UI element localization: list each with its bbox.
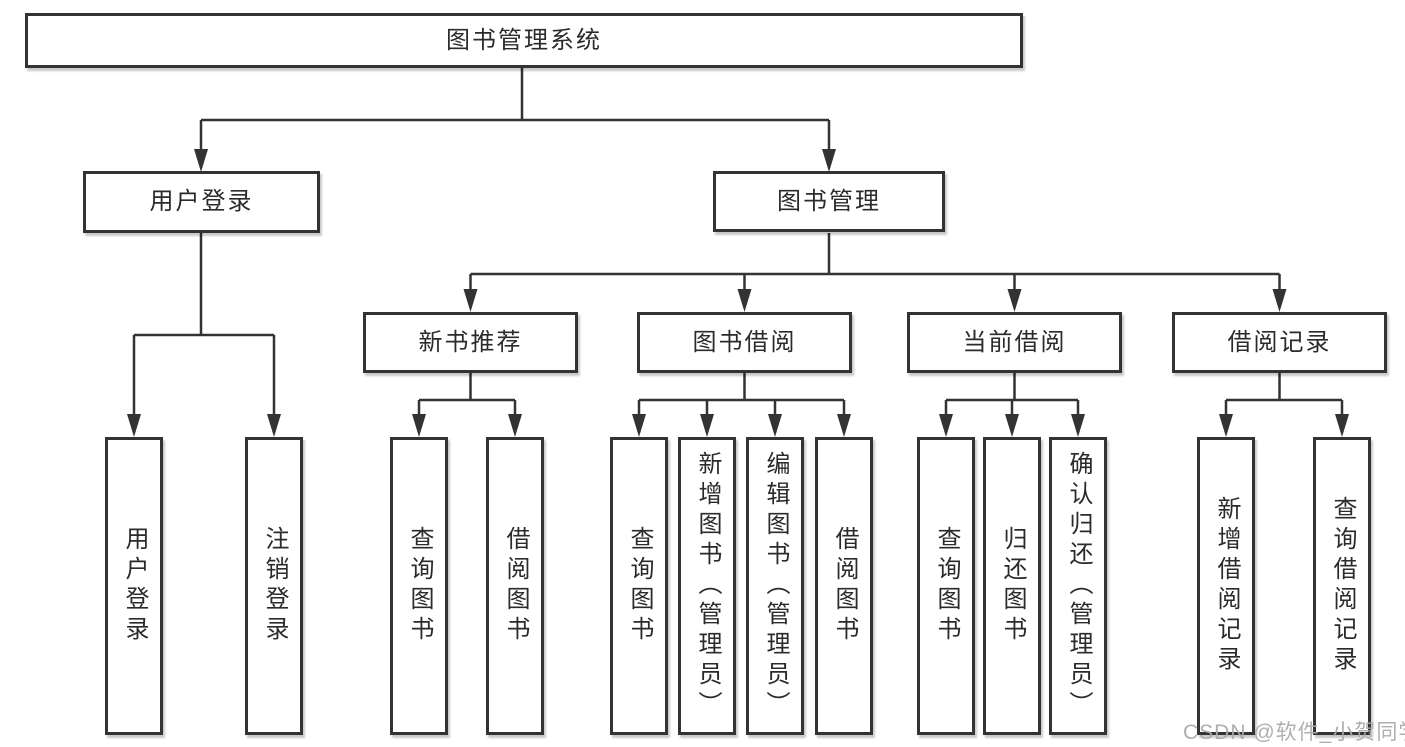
node-label: 当前借阅	[962, 328, 1067, 356]
leaf-logout: 注销登录	[245, 437, 303, 735]
node-label: 图书管理	[777, 187, 881, 215]
leaf-add-book-admin: 新增图书（管理员）	[678, 437, 736, 735]
node-label: 借阅记录	[1227, 328, 1332, 356]
node-new-book-recommendation: 新书推荐	[363, 312, 578, 373]
leaf-confirm-return-admin: 确认归还（管理员）	[1049, 437, 1107, 735]
node-label: 图书管理系统	[446, 26, 602, 54]
leaf-label: 查询图书	[406, 526, 433, 646]
leaf-return-books: 归还图书	[983, 437, 1041, 735]
node-book-management: 图书管理	[713, 171, 945, 232]
leaf-label: 借阅图书	[831, 526, 858, 646]
leaf-borrow-books-borrowing: 借阅图书	[815, 437, 873, 735]
leaf-user-login: 用户登录	[105, 437, 163, 735]
leaf-query-borrow-record: 查询借阅记录	[1313, 437, 1371, 735]
leaf-label: 编辑图书（管理员）	[762, 451, 789, 721]
node-label: 图书借阅	[692, 328, 797, 356]
watermark: CSDN @软件_小贺同学	[1183, 721, 1405, 744]
leaf-query-books-recommend: 查询图书	[390, 437, 448, 735]
leaf-label: 查询图书	[626, 526, 653, 646]
leaf-label: 用户登录	[121, 526, 148, 646]
node-user-login: 用户登录	[83, 171, 320, 233]
leaf-add-borrow-record: 新增借阅记录	[1197, 437, 1255, 735]
leaf-label: 确认归还（管理员）	[1065, 451, 1092, 721]
leaf-query-books-current: 查询图书	[917, 437, 975, 735]
node-library-management-system: 图书管理系统	[25, 13, 1023, 68]
leaf-borrow-books-recommend: 借阅图书	[486, 437, 544, 735]
node-label: 用户登录	[149, 188, 254, 215]
leaf-label: 查询图书	[933, 526, 960, 646]
node-borrowing-records: 借阅记录	[1172, 312, 1387, 373]
leaf-label: 归还图书	[999, 526, 1026, 646]
leaf-label: 注销登录	[261, 526, 288, 646]
leaf-label: 新增借阅记录	[1213, 496, 1240, 676]
leaf-label: 新增图书（管理员）	[694, 451, 721, 721]
leaf-label: 借阅图书	[502, 526, 529, 646]
leaf-label: 查询借阅记录	[1329, 496, 1356, 676]
node-current-borrowing: 当前借阅	[907, 312, 1122, 373]
node-label: 新书推荐	[418, 328, 523, 356]
node-book-borrowing: 图书借阅	[637, 312, 852, 373]
leaf-edit-book-admin: 编辑图书（管理员）	[746, 437, 804, 735]
leaf-query-books-borrowing: 查询图书	[610, 437, 668, 735]
